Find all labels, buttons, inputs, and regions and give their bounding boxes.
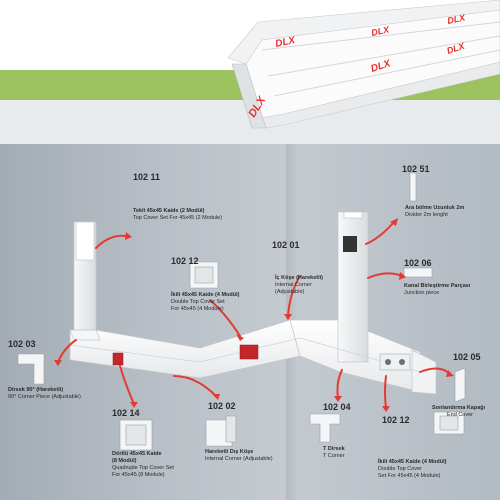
arrow-102-01 bbox=[287, 275, 301, 317]
trunking-outlets bbox=[112, 236, 411, 371]
product-name-tr: İkili 45x45 Kaide (4 Modül) bbox=[378, 459, 447, 465]
product-name-en: Internal Corner bbox=[275, 282, 312, 288]
arrow-102-51 bbox=[365, 221, 395, 245]
arrow-102-12b bbox=[384, 375, 387, 409]
junction-piece-thumb bbox=[403, 267, 433, 278]
internal-corner-thumb bbox=[205, 419, 233, 447]
arrow-heads bbox=[54, 218, 454, 412]
product-name-en: Junction piece bbox=[404, 290, 440, 296]
product-code: 102 06 bbox=[404, 258, 432, 268]
product-name-tr: İkili 45x45 Kaide (4 Modül) bbox=[171, 292, 240, 298]
trunking-system bbox=[69, 211, 437, 395]
arrow-102-14 bbox=[119, 365, 135, 405]
hero-trunking-image: DLX DLX DLX DLX DLX DLX bbox=[227, 0, 500, 129]
product-name-tr: Kanal Birleştirme Parçası bbox=[404, 283, 471, 289]
product-name-en: Internal Corner (Adjustable) bbox=[205, 456, 273, 462]
product-code: 102 02 bbox=[208, 401, 236, 411]
product-name-en: Quadruple Top Cover Set bbox=[112, 465, 174, 471]
arrow-102-04 bbox=[336, 369, 343, 399]
product-name-tr: T Dirsek bbox=[323, 446, 345, 452]
product-code: 102 11 bbox=[133, 172, 161, 182]
product-name-tr: Ara bölme Uzunluk 2m bbox=[405, 205, 465, 211]
product-name-en: Divider 2m lenght bbox=[405, 212, 448, 218]
product-name-tr: İç Köşe (Hareketli) bbox=[275, 275, 323, 281]
pointer-arrows bbox=[57, 221, 451, 409]
divider-thumb bbox=[409, 172, 417, 202]
arrow-102-03 bbox=[57, 339, 77, 363]
product-name-en: Set For 45x45 (4 Module) bbox=[378, 473, 441, 479]
product-code: 102 12 bbox=[382, 415, 410, 425]
dlx-logo-mark: DLX bbox=[370, 24, 391, 38]
end-cover-thumb bbox=[454, 367, 466, 403]
t-corner-thumb bbox=[309, 413, 341, 443]
dlx-logo-mark: DLX bbox=[446, 12, 467, 26]
product-name-en: For 45x45 (8 Module) bbox=[112, 472, 165, 478]
dlx-logo-mark: DLX bbox=[274, 35, 297, 50]
product-name-en: Top Cover Set For 45x45 (2 Module) bbox=[133, 215, 222, 221]
product-name-en: End Cover bbox=[447, 412, 473, 418]
product-code: 102 51 bbox=[402, 164, 430, 174]
arrow-102-11 bbox=[95, 234, 127, 249]
arrow-102-12 bbox=[209, 299, 241, 337]
product-name-en: For 45x45 (4 Module) bbox=[171, 306, 224, 312]
product-name-en: Double Top Cover Set bbox=[171, 299, 225, 305]
arrow-102-06 bbox=[367, 272, 403, 279]
product-name-tr: Tekli 45x45 Kaide (2 Modül) bbox=[133, 208, 205, 214]
product-name-en: Double Top Cover bbox=[378, 466, 422, 472]
product-name-en: T Corner bbox=[323, 453, 345, 459]
product-code: 102 05 bbox=[453, 352, 481, 362]
product-name-tr: (8 Modül) bbox=[112, 458, 137, 464]
product-code: 102 03 bbox=[8, 339, 36, 349]
product-name-tr: Sonlandırma Kapağı bbox=[432, 405, 486, 411]
product-name-tr: Hareketli Dış Köşe bbox=[205, 449, 254, 455]
product-name-en: (Adjustable) bbox=[275, 289, 305, 295]
product-name-en: 90° Corner Piece (Adjustable) bbox=[8, 394, 81, 400]
corner-90-thumb bbox=[17, 353, 45, 385]
accessory-thumbnails bbox=[17, 172, 466, 451]
product-code: 102 01 bbox=[272, 240, 300, 250]
arrow-102-02 bbox=[173, 375, 217, 397]
product-name-tr: Dörtlü 45x45 Kaide bbox=[112, 451, 162, 457]
product-name-tr: Dirsek 90° (Hareketli) bbox=[8, 387, 64, 393]
product-code: 102 14 bbox=[112, 408, 140, 418]
product-code: 102 12 bbox=[171, 256, 199, 266]
product-code: 102 04 bbox=[323, 402, 351, 412]
